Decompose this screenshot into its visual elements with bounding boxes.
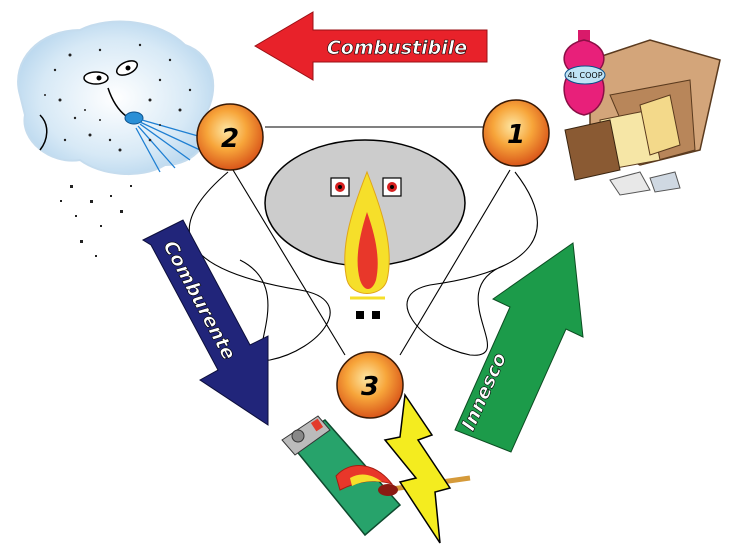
face-icon [330, 177, 402, 319]
bottle-icon: 4L COOP [563, 30, 606, 116]
flame-icon [344, 170, 390, 300]
box-icon [564, 39, 721, 196]
node-2-label: 2 [221, 124, 239, 154]
node-1-label: 1 [507, 120, 525, 150]
node-3-label: 3 [361, 372, 379, 402]
bottle-label: 4L COOP [567, 71, 602, 80]
innesco-arrow: Innesco [454, 242, 584, 453]
combustibile-arrow: Combustibile [254, 11, 488, 81]
lightning-icon [383, 392, 452, 544]
comburente-arrow: Comburente [141, 219, 269, 426]
node-3: 3 [336, 351, 404, 419]
combustibile-label: Combustibile [327, 37, 467, 59]
node-1: 1 [482, 99, 550, 167]
node-2: 2 [196, 103, 264, 171]
